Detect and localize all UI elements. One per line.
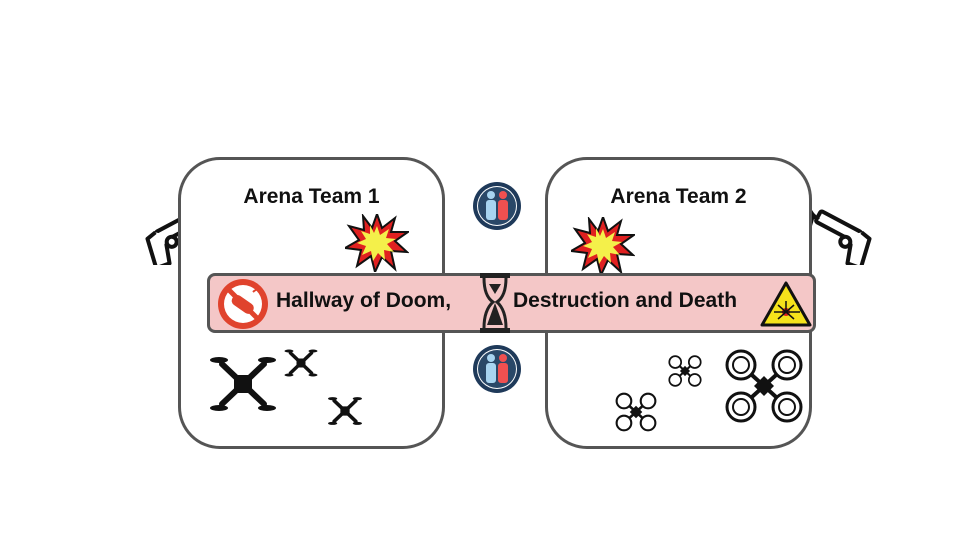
quadcopter-icon bbox=[725, 349, 803, 423]
laser-warning-icon bbox=[760, 281, 812, 327]
hourglass-icon bbox=[480, 273, 510, 333]
hallway-label-part2: Destruction and Death bbox=[513, 289, 738, 312]
people-swap-icon-top[interactable] bbox=[472, 181, 522, 231]
explosion-icon bbox=[345, 214, 409, 272]
no-explosives-icon bbox=[218, 279, 268, 329]
people-swap-icon-bottom[interactable] bbox=[472, 344, 522, 394]
right-revolver-icon bbox=[802, 207, 872, 265]
quadcopter-icon bbox=[668, 355, 702, 387]
arena-team-1-title: Arena Team 1 bbox=[243, 185, 380, 208]
quadcopter-icon bbox=[284, 349, 318, 377]
quadcopter-icon bbox=[615, 392, 657, 432]
hallway-banner: Hallway of Doom, Destruction and Death bbox=[207, 273, 816, 333]
explosion-icon bbox=[571, 217, 635, 275]
quadcopter-icon bbox=[328, 397, 362, 425]
quadcopter-icon bbox=[210, 357, 276, 411]
hallway-label-part1: Hallway of Doom, bbox=[276, 289, 452, 312]
arena-team-2-title: Arena Team 2 bbox=[610, 185, 747, 208]
